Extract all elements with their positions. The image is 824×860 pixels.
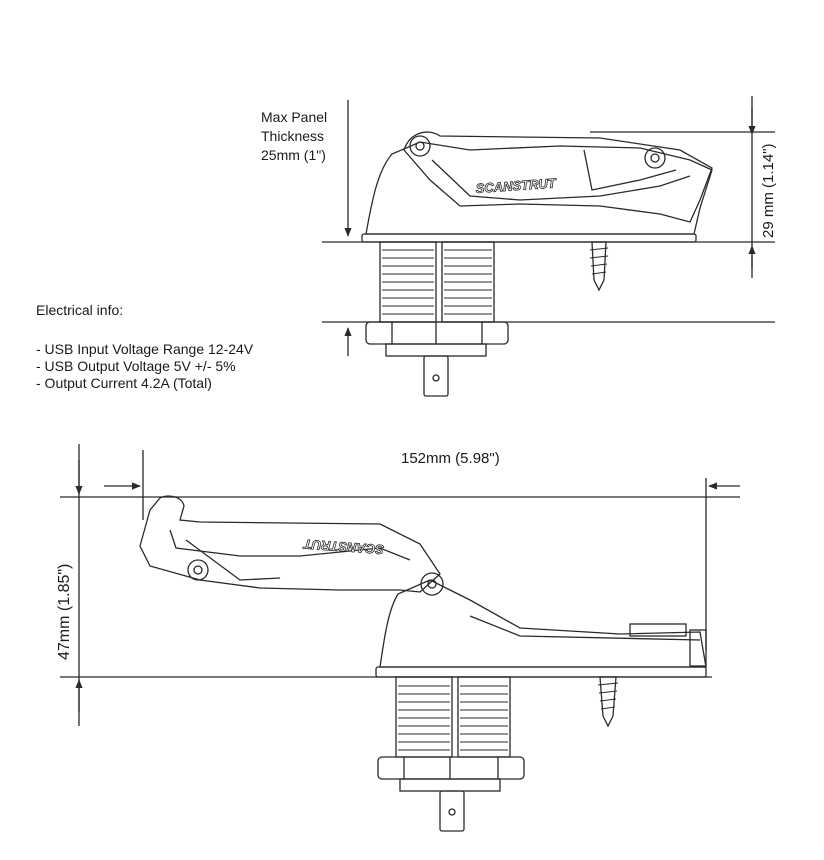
latch-pivot-center [650,153,660,163]
brand-logo-open: SCANSTRUT [302,537,384,558]
panel-thickness-label: Max Panel Thickness 25mm (1") [261,108,327,165]
screw-threads-open [597,682,619,710]
housing-rail [469,615,701,641]
screw-threads [589,247,609,275]
electrical-info-item: - USB Input Voltage Range 12-24V [36,341,254,357]
bottom-open-view [60,444,740,832]
threaded-barrel-right-open [457,676,511,758]
spade-terminal [423,355,449,397]
lid-open [139,495,441,593]
brand-logo-top: SCANSTRUT [475,175,557,196]
terminal-hole [432,374,440,382]
open-height-label: 47mm (1.85") [56,563,73,660]
top-closed-view [322,96,775,397]
lid-inner-line [431,159,691,201]
panel-thickness-line-1: Max Panel [261,109,328,125]
latch-pivot-open-center [193,565,203,575]
mounting-screw-open [599,676,617,728]
electrical-info-item: - Output Current 4.2A (Total) [36,375,212,391]
base-plate-open [375,666,707,678]
threaded-barrel-left-open [395,676,453,758]
latch-pivot [644,147,666,169]
lid-notch [583,149,677,191]
nut-washer-open [399,778,501,792]
lid-open-inner [169,529,411,561]
panel-thickness-line-3: 25mm (1") [261,147,326,163]
hinge-pivot-open [420,572,444,596]
electrical-info-item: - USB Output Voltage 5V +/- 5% [36,358,236,374]
housing-body [365,141,713,235]
hinge-pivot-open-center [427,579,437,589]
base-plate [361,233,697,243]
thread-lines [382,249,492,315]
terminal-hole-open [448,808,456,816]
panel-thickness-line-2: Thickness [261,128,325,144]
electrical-info: Electrical info: - USB Input Voltage Ran… [36,302,253,392]
lid-open-notch [185,539,281,581]
closed-height-label: 29 mm (1.14") [760,143,777,238]
latch-receiver [629,623,687,637]
lid [403,131,713,223]
nut-washer [385,343,487,357]
thread-lines-open [398,685,508,751]
spade-terminal-open [439,790,465,832]
hinge-pivot [409,135,431,157]
housing-body-open [379,579,707,668]
open-length-label: 152mm (5.98") [401,450,500,467]
locking-nut [365,321,509,345]
latch-pivot-open [187,559,209,581]
locking-nut-open [377,756,525,780]
electrical-info-heading: Electrical info: [36,302,124,318]
housing-end [689,629,707,667]
hinge-pivot-center [415,141,425,151]
